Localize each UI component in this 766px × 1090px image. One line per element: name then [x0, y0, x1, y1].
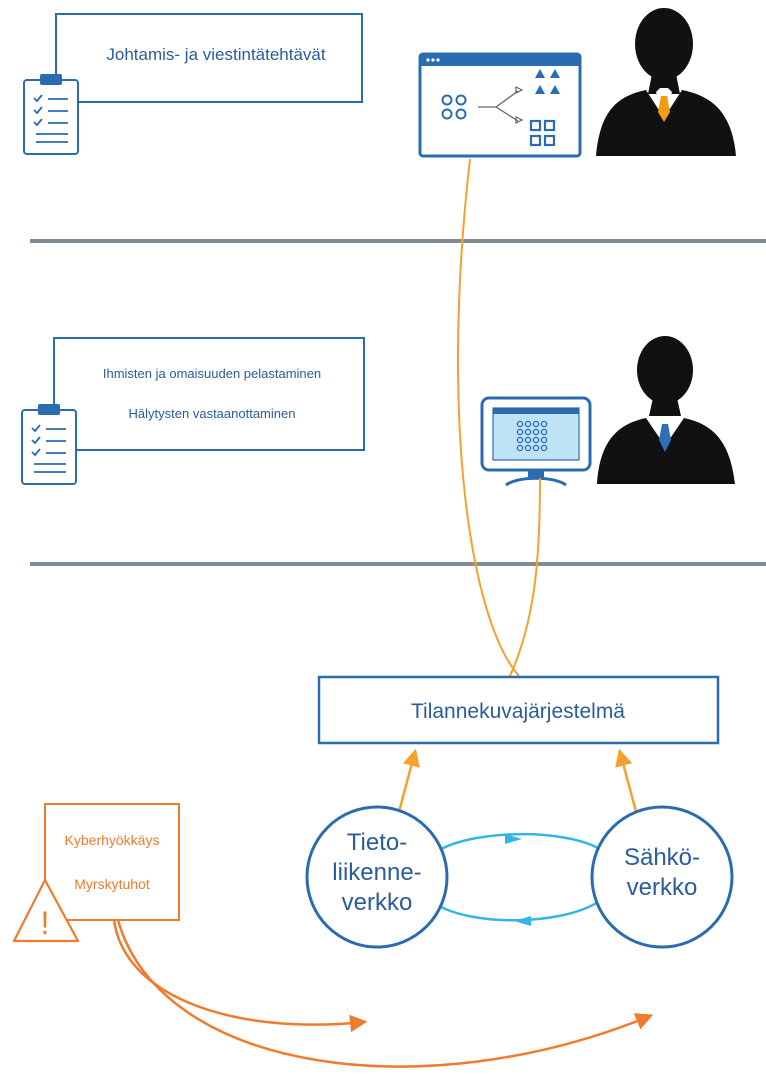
- manager-silhouette-icon: [596, 8, 736, 156]
- clipboard-icon: [23, 74, 79, 155]
- power-label-line-1: Sähkö-: [624, 844, 700, 871]
- system-to-operator-link: [509, 477, 541, 677]
- middle-task-box: Ihmisten ja omaisuuden pelastaminen Häly…: [53, 337, 365, 451]
- power-to-telecom-arrowhead: [514, 916, 531, 926]
- warning-icon: !: [12, 878, 80, 943]
- clipboard-icon: [21, 404, 77, 485]
- telecom-label-line-1: Tieto-: [347, 829, 407, 856]
- power-network-node: Sähkö- verkko: [590, 805, 734, 949]
- operator-silhouette-icon: [597, 336, 735, 484]
- threat-box: Kyberhyökkäys Myrskytuhot: [44, 803, 180, 921]
- warning-glyph: !: [41, 905, 50, 941]
- monitor-icon: [480, 396, 592, 487]
- top-task-box: Johtamis- ja viestintätehtävät: [55, 13, 363, 103]
- system-label: Tilannekuvajärjestelmä: [411, 700, 625, 723]
- threat-line-1: Kyberhyökkäys: [65, 832, 160, 848]
- middle-task-line-1: Ihmisten ja omaisuuden pelastaminen: [103, 366, 321, 381]
- telecom-to-power-arrowhead: [505, 834, 522, 844]
- power-to-telecom-arrow: [435, 900, 599, 922]
- threat-line-2: Myrskytuhot: [74, 876, 150, 892]
- top-task-label: Johtamis- ja viestintätehtävät: [106, 45, 325, 64]
- threat-to-power-arrow: [116, 919, 654, 1068]
- system-to-management-link: [457, 158, 520, 677]
- situational-awareness-system-box: Tilannekuvajärjestelmä: [317, 675, 720, 745]
- middle-task-line-2: Hälytysten vastaanottaminen: [129, 406, 296, 421]
- telecom-label-line-2: liikenne-: [332, 859, 421, 886]
- threat-to-telecom-arrow: [112, 919, 368, 1033]
- telecom-network-node: Tieto- liikenne- verkko: [305, 805, 449, 949]
- dashboard-window-icon: [418, 52, 582, 158]
- telecom-label-line-3: verkko: [342, 889, 413, 916]
- telecom-to-power-arrow: [435, 833, 599, 854]
- power-label-line-2: verkko: [627, 874, 698, 901]
